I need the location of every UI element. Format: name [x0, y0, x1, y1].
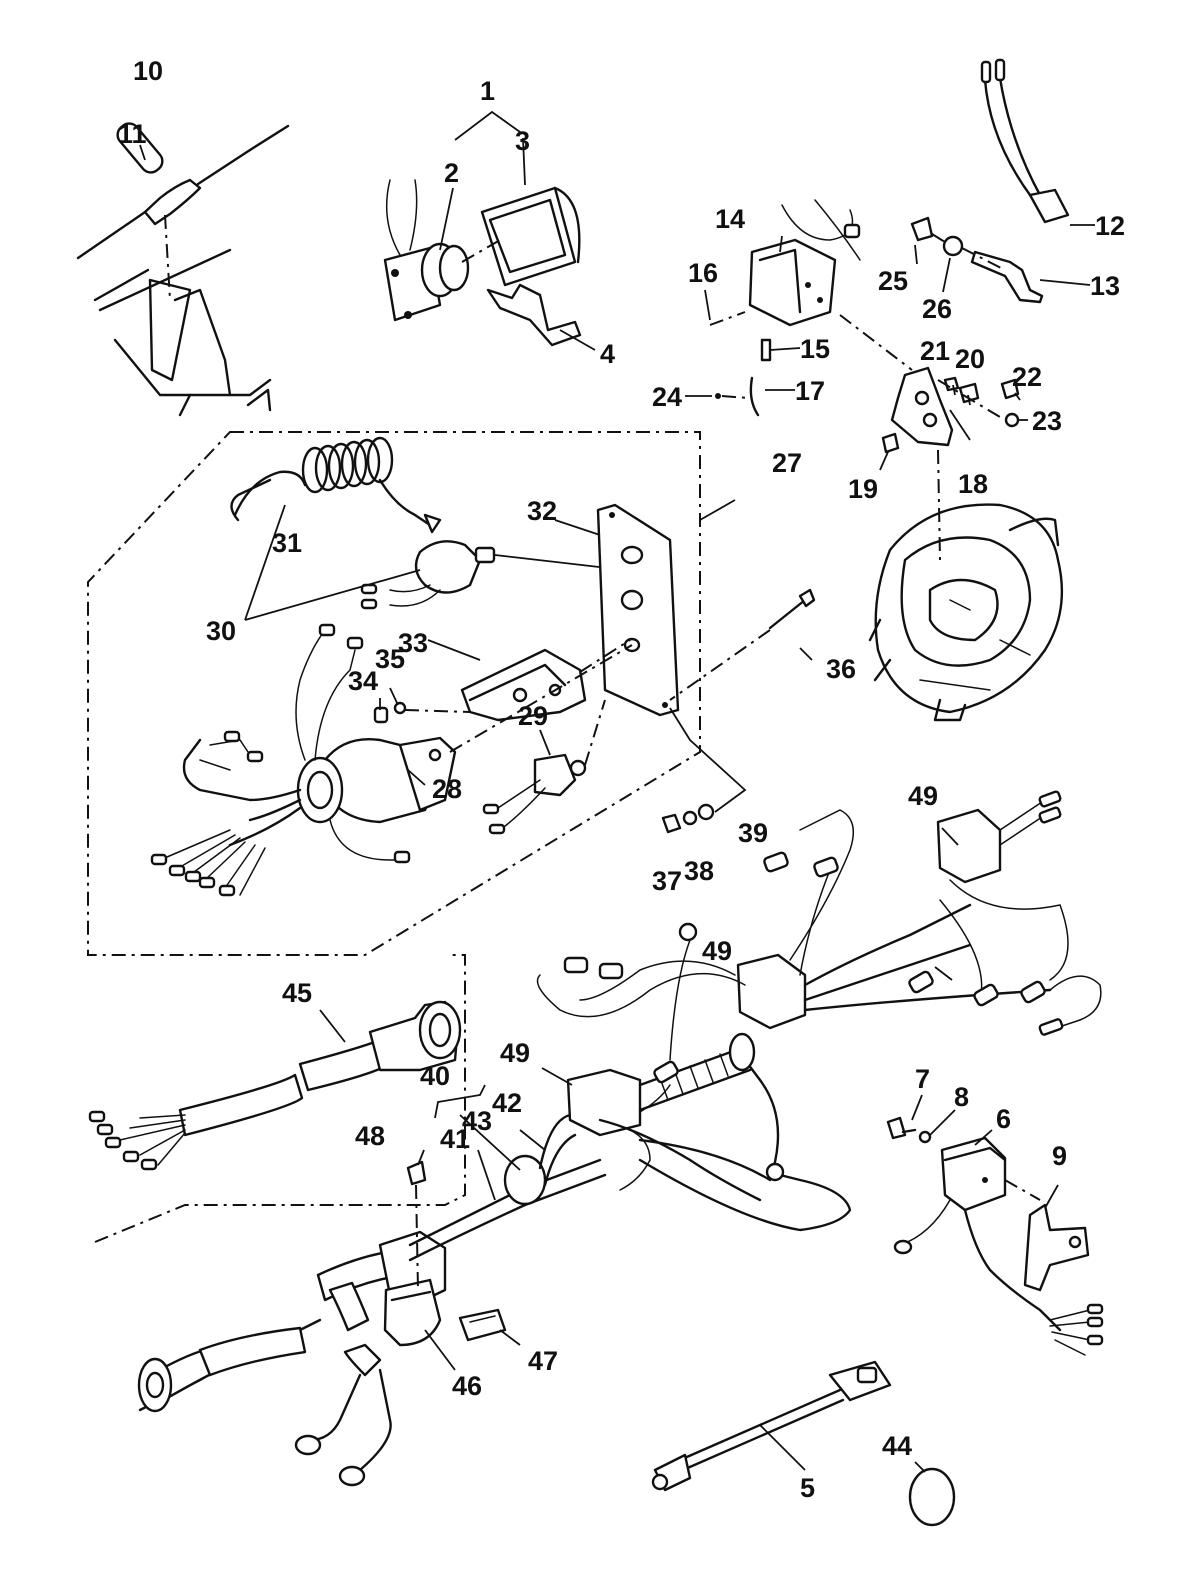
screw-and-washer [373, 701, 471, 724]
callout-40: 40 [420, 1061, 450, 1091]
callout-14: 14 [715, 204, 745, 234]
fuse-holder-assembly [76, 122, 290, 417]
callout-20: 20 [955, 344, 985, 374]
ground-cable [651, 1360, 892, 1492]
mounting-plate [596, 503, 680, 717]
callout-49-right: 49 [908, 781, 938, 811]
callout-22: 22 [1012, 362, 1042, 392]
callout-9: 9 [1052, 1141, 1067, 1171]
callout-30: 30 [206, 616, 236, 646]
callout-38: 38 [684, 856, 714, 886]
callout-41: 41 [440, 1124, 470, 1154]
neutral-switch-and-bracket [910, 58, 1070, 304]
callout-24: 24 [652, 382, 682, 412]
callout-47: 47 [528, 1346, 558, 1376]
switch-bracket [460, 639, 631, 722]
callout-15: 15 [800, 334, 830, 364]
long-bolt [669, 588, 816, 701]
ignition-panel-kit-boundary [87, 431, 701, 956]
callout-43: 43 [462, 1106, 492, 1136]
callout-16: 16 [688, 258, 718, 288]
callout-36: 36 [826, 654, 856, 684]
callout-44: 44 [882, 1431, 912, 1461]
callout-25: 25 [878, 266, 908, 296]
callout-2: 2 [444, 158, 459, 188]
callout-8: 8 [954, 1082, 969, 1112]
choke-relay-assembly [709, 199, 1020, 454]
callout-45: 45 [282, 978, 312, 1008]
callout-6: 6 [996, 1104, 1011, 1134]
starter-solenoid-assembly [383, 110, 582, 347]
callout-13: 13 [1090, 271, 1120, 301]
callout-23: 23 [1032, 406, 1062, 436]
callout-26: 26 [922, 294, 952, 324]
callout-32: 32 [527, 496, 557, 526]
callout-17: 17 [795, 376, 825, 406]
callout-42: 42 [492, 1088, 522, 1118]
callout-48: 48 [355, 1121, 385, 1151]
nut-and-washers [661, 707, 747, 834]
callout-29: 29 [518, 701, 548, 731]
callout-49-left: 49 [500, 1038, 530, 1068]
callout-5: 5 [800, 1473, 815, 1503]
harness-clamp-group [434, 1084, 546, 1201]
callout-labels: 1 2 3 4 5 6 7 8 9 10 11 12 13 14 15 16 1… [118, 56, 1125, 1503]
ignition-switch [150, 623, 633, 897]
callout-3: 3 [515, 126, 530, 156]
rubber-plug [908, 1467, 956, 1527]
callout-11: 11 [118, 119, 147, 149]
main-engine-harness [137, 790, 1102, 1487]
callout-18: 18 [958, 469, 988, 499]
callout-27: 27 [772, 448, 802, 478]
callout-37: 37 [652, 866, 682, 896]
lanyard-stop-switch [230, 436, 626, 621]
callout-10: 10 [133, 56, 163, 86]
callout-19: 19 [848, 474, 878, 504]
callout-39: 39 [738, 818, 768, 848]
callout-12: 12 [1095, 211, 1125, 241]
callout-28: 28 [432, 774, 462, 804]
callout-31: 31 [272, 528, 302, 558]
callout-7: 7 [915, 1064, 930, 1094]
callout-35: 35 [375, 644, 405, 674]
callout-33: 33 [398, 628, 428, 658]
callout-1: 1 [480, 76, 495, 106]
callout-49-middle: 49 [702, 936, 732, 966]
clamp-clip-screw [383, 1160, 521, 1371]
callout-34: 34 [348, 666, 378, 696]
callout-46: 46 [452, 1371, 482, 1401]
harness-extension-cable [88, 954, 466, 1243]
callout-21: 21 [920, 336, 950, 366]
carburetor-illustration [868, 449, 1064, 722]
choke-switch [482, 699, 606, 835]
rectifier-assembly [886, 1116, 1104, 1356]
callout-4: 4 [600, 339, 615, 369]
leader-lines [139, 137, 1095, 1473]
